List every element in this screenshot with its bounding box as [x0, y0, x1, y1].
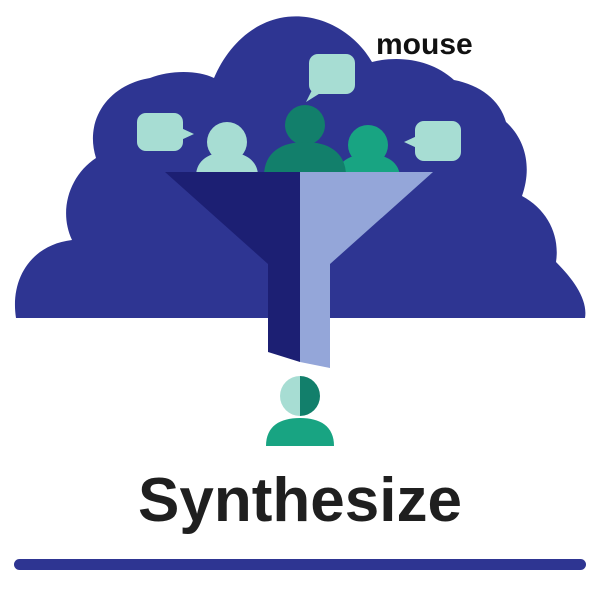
brand-logo-text: mouse — [376, 28, 473, 61]
person-icon — [196, 122, 258, 176]
page-title: Synthesize — [138, 466, 462, 535]
speech-bubble-icon — [137, 113, 194, 151]
speech-bubble-icon — [404, 121, 461, 161]
person-icon — [264, 105, 346, 176]
person-icon — [266, 376, 334, 446]
speech-bubble-icon — [306, 54, 355, 102]
funnel-icon — [165, 172, 433, 368]
divider — [14, 559, 586, 570]
